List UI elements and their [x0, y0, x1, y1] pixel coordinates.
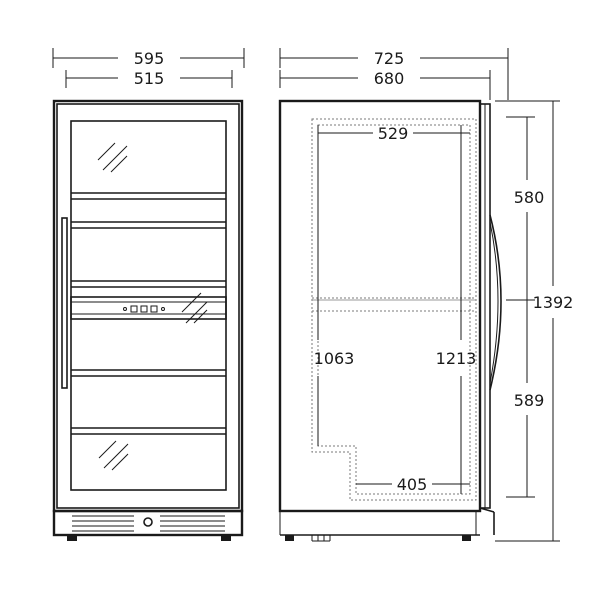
dim-label-680: 680 [374, 69, 405, 88]
side-door [479, 103, 495, 535]
dim-595: 595 [52, 48, 245, 68]
dim-label-529: 529 [378, 124, 409, 143]
side-base [279, 511, 480, 542]
front-foot-right [221, 535, 231, 541]
door-handle [61, 217, 68, 389]
glass-reflection-top [97, 142, 128, 173]
dim-label-1213: 1213 [436, 349, 477, 368]
dim-label-1063: 1063 [314, 349, 355, 368]
dim-589: 589 [506, 300, 545, 498]
glass-reflection-middle [181, 292, 208, 324]
side-foot-right [462, 535, 471, 541]
front-door-frame [56, 103, 240, 509]
dim-680: 680 [279, 69, 491, 100]
side-handle [489, 214, 502, 391]
dim-580: 580 [506, 116, 545, 301]
dim-label-580: 580 [514, 188, 545, 207]
dim-405: 405 [356, 475, 470, 494]
dim-1392: 1392 [495, 100, 574, 542]
dim-label-1392: 1392 [533, 293, 574, 312]
dim-label-405: 405 [397, 475, 428, 494]
side-cabinet [278, 99, 482, 513]
side-view: 725 680 [278, 48, 574, 542]
front-kick-plate [52, 509, 244, 537]
dim-1213: 1213 [436, 125, 477, 494]
front-cabinet [52, 99, 244, 513]
dim-label-515: 515 [134, 69, 165, 88]
shelves [71, 192, 226, 435]
front-view: 595 515 [52, 48, 245, 541]
dim-529: 529 [318, 124, 470, 143]
glass-reflection-bottom [98, 440, 129, 471]
dim-515: 515 [65, 69, 233, 88]
control-panel [70, 296, 227, 320]
dim-label-595: 595 [134, 49, 165, 68]
dim-label-725: 725 [374, 49, 405, 68]
interior-outline [311, 118, 477, 501]
side-handle-inner [489, 221, 499, 384]
dim-1063: 1063 [314, 125, 355, 446]
dim-725: 725 [279, 48, 509, 100]
front-foot-left [67, 535, 77, 541]
lock-icon [143, 517, 153, 527]
dim-label-589: 589 [514, 391, 545, 410]
side-foot-left [285, 535, 294, 541]
